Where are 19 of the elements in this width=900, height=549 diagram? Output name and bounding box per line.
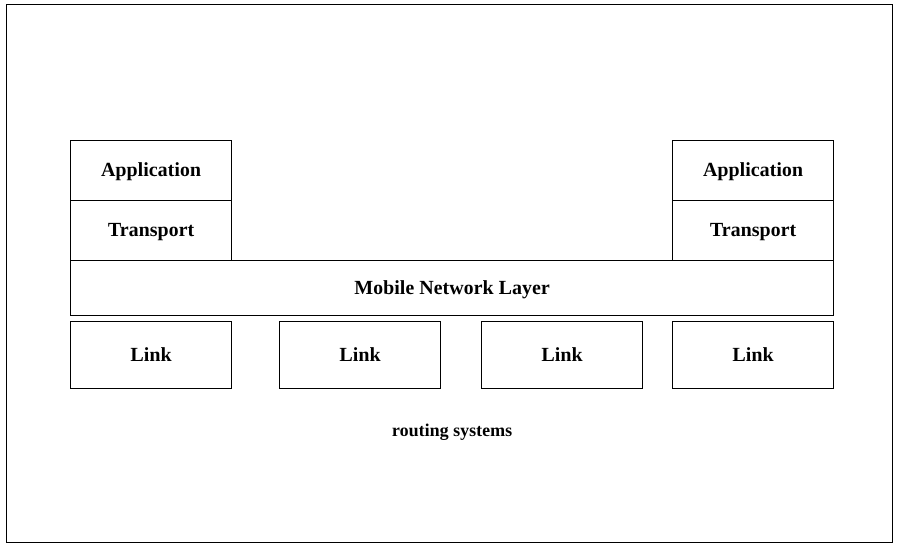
layer-label: Link <box>130 344 172 366</box>
caption-text: routing systems <box>392 420 512 441</box>
layer-label: Link <box>732 344 774 366</box>
layer-box <box>70 260 834 316</box>
layer-box <box>70 140 232 201</box>
layer-label: Mobile Network Layer <box>354 276 550 300</box>
layer-box <box>70 321 232 389</box>
layer-box <box>672 200 834 261</box>
layer-label: Application <box>100 159 202 182</box>
layer-box <box>672 140 834 201</box>
layer-label: Transport <box>710 219 796 242</box>
layer-box <box>481 321 643 389</box>
layer-label: Link <box>339 344 381 366</box>
layer-box <box>279 321 441 389</box>
layer-label: Application <box>702 159 804 182</box>
layer-label: Transport <box>108 219 194 242</box>
layer-label: Link <box>541 344 583 366</box>
layer-box <box>70 200 232 261</box>
layer-box <box>672 321 834 389</box>
